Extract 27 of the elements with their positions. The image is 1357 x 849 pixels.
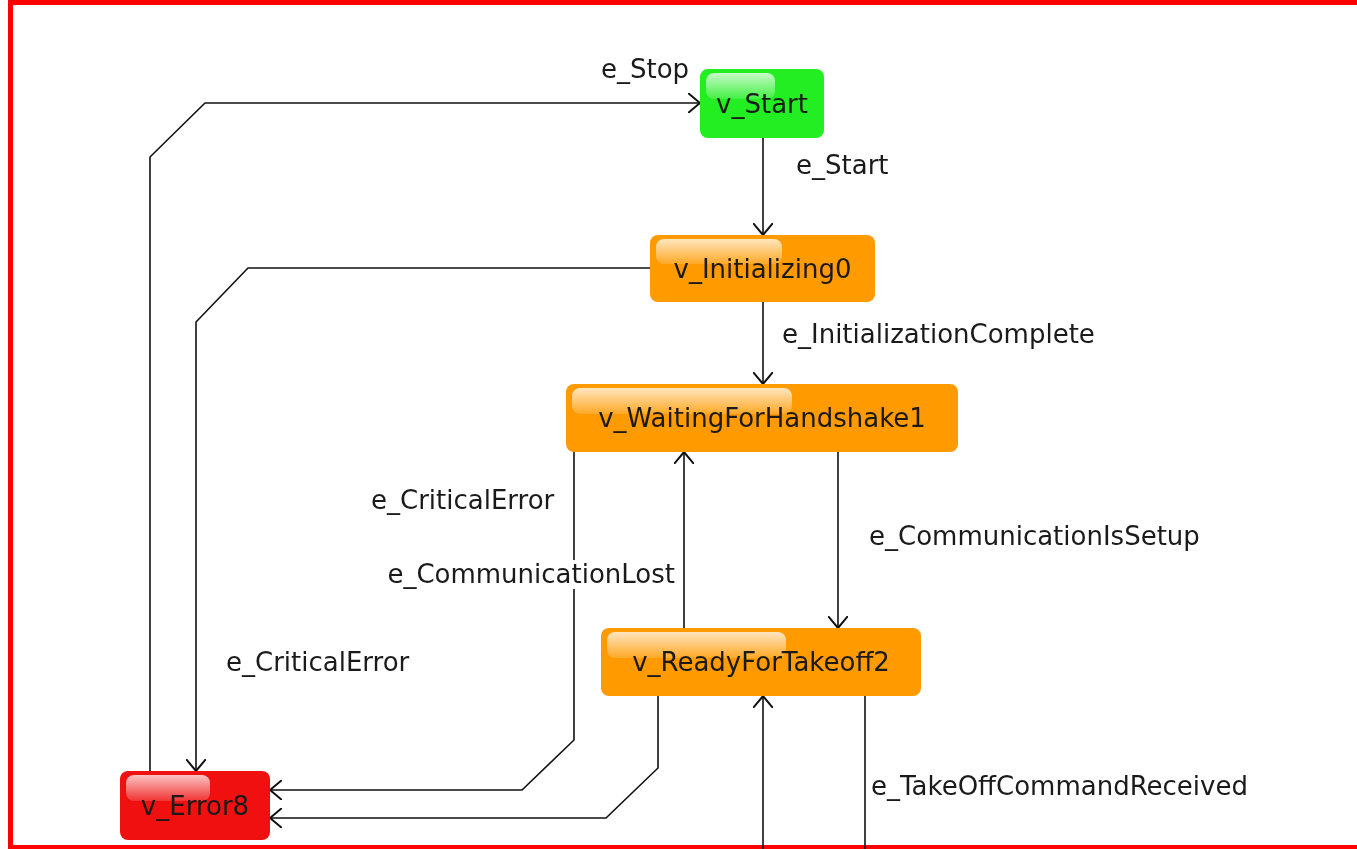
edge-label: e_CriticalError: [370, 486, 556, 515]
state-name: v_ReadyForTakeoff2: [632, 647, 890, 677]
arrow: [149, 92, 701, 772]
arrow: [752, 137, 774, 236]
arrow: [185, 267, 651, 772]
state-name: v_Initializing0: [673, 253, 852, 284]
state-box: [700, 69, 824, 138]
state-box: [650, 235, 875, 302]
edge-label: e_Stop: [600, 55, 691, 84]
edge-label: e_CommunicationLost: [386, 560, 676, 589]
state-box: [566, 384, 958, 452]
arrow: [752, 301, 774, 385]
edge-label: e_TakeOffCommandReceived: [870, 772, 1249, 801]
state-name: v_Error8: [140, 790, 250, 821]
arrow: [269, 451, 575, 801]
arrow: [269, 695, 659, 829]
state-name: v_Start: [716, 88, 808, 119]
state-name: v_WaitingForHandshake1: [598, 403, 926, 433]
arrow: [827, 451, 849, 629]
edge-label: e_CriticalError: [225, 648, 411, 677]
arrow: [673, 451, 695, 629]
state-box: [120, 771, 270, 840]
edge-label: e_Start: [795, 151, 890, 180]
edge-label: e_InitializationComplete: [781, 320, 1096, 349]
state-box: [601, 628, 921, 696]
edge-label: e_CommunicationIsSetup: [868, 522, 1201, 551]
arrow: [752, 695, 774, 849]
